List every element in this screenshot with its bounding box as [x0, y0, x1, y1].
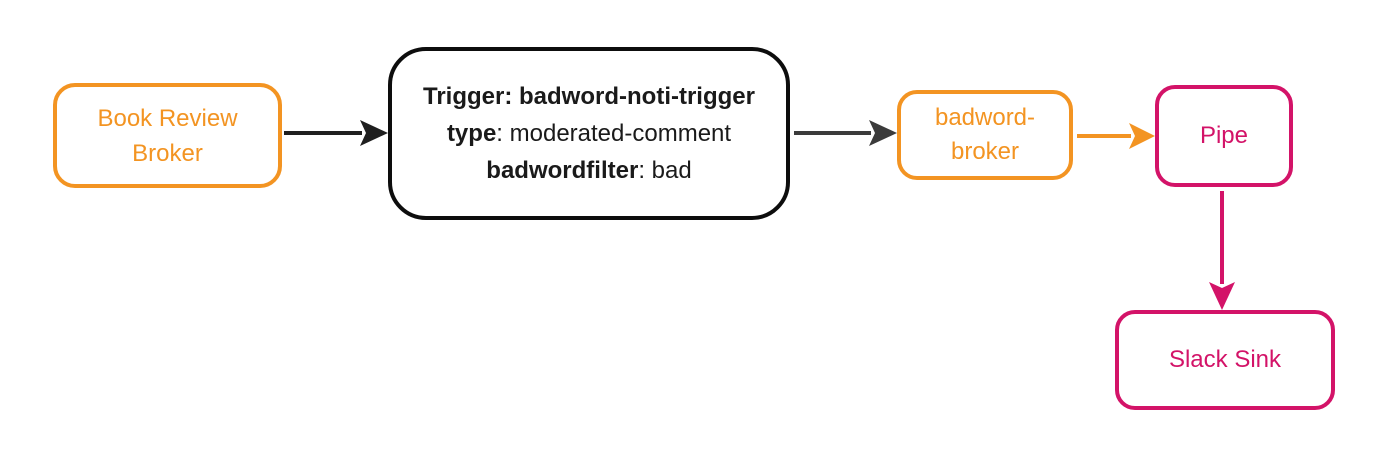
- node-slack-sink: Slack Sink: [1115, 310, 1335, 410]
- arrow-pipe-to-slack-sink: [1209, 191, 1235, 310]
- book-review-broker-label-line2: Broker: [132, 139, 203, 167]
- trigger-line3-key: badwordfilter: [486, 157, 639, 184]
- trigger-line1: Trigger: badword-noti-trigger: [423, 78, 755, 115]
- trigger-line2-value: : moderated-comment: [496, 120, 732, 147]
- pipe-label: Pipe: [1199, 122, 1249, 149]
- node-book-review-broker: Book Review Broker: [53, 83, 282, 188]
- node-badword-broker: badword- broker: [897, 90, 1073, 180]
- slack-sink-label: Slack Sink: [1168, 346, 1282, 373]
- node-trigger-spec: Trigger: badword-noti-trigger type: mode…: [388, 47, 790, 220]
- badword-broker-label-line1: badword-: [934, 104, 1036, 131]
- arrow-badword-broker-to-pipe: [1077, 123, 1155, 149]
- trigger-line3: badwordfilter: bad: [486, 152, 691, 189]
- trigger-line2: type: moderated-comment: [447, 115, 731, 152]
- book-review-broker-label-line1: Book Review: [97, 104, 238, 132]
- arrow-trigger-to-badword-broker: [794, 120, 897, 146]
- trigger-line3-value: : bad: [638, 157, 692, 184]
- trigger-line2-key: type: [446, 120, 497, 147]
- node-pipe: Pipe: [1155, 85, 1293, 187]
- trigger-line1-text: Trigger: badword-noti-trigger: [423, 83, 755, 110]
- badword-broker-label-line2: broker: [950, 138, 1020, 165]
- arrow-broker-to-trigger: [284, 120, 388, 146]
